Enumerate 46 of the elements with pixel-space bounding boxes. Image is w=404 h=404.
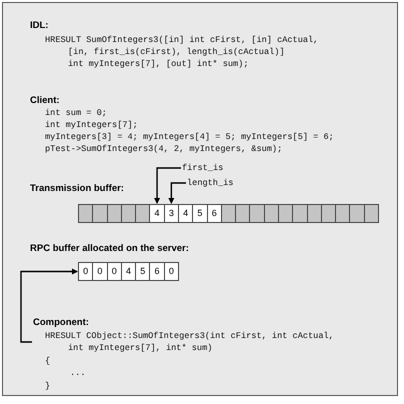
empty-cell [306, 204, 322, 223]
buffer-cell: 4 [178, 204, 194, 223]
empty-cell [235, 204, 250, 223]
code-line: HRESULT SumOfIntegers3([in] int cFirst, [in] cActual, [45, 34, 318, 46]
empty-cell [106, 204, 122, 223]
empty-cell [364, 204, 379, 223]
empty-cell [278, 204, 294, 223]
leader-arrow [154, 167, 181, 204]
section-heading: Transmission buffer: [30, 183, 124, 195]
buffer-cell: 0 [164, 262, 179, 281]
code-line: int sum = 0; [45, 107, 107, 119]
empty-cell [349, 204, 365, 223]
buffer-cell: 0 [106, 262, 122, 281]
buffer-cell: 0 [78, 262, 94, 281]
empty-cell [264, 204, 279, 223]
empty-cell [335, 204, 350, 223]
section-heading: Client: [30, 95, 60, 107]
code-line: } [45, 380, 50, 392]
buffer-cell: 5 [192, 204, 208, 223]
callout-text: first_is [182, 162, 224, 174]
section-heading: RPC buffer allocated on the server: [30, 243, 189, 255]
buffer-cell: 4 [149, 204, 165, 223]
code-line: HRESULT CObject::SumOfIntegers3(int cFirst, int cActual, [45, 330, 334, 342]
buffer-cell: 6 [206, 204, 222, 223]
empty-cell [78, 204, 94, 223]
code-line: myIntegers[3] = 4; myIntegers[4] = 5; myIntegers[5] = 6; [45, 131, 334, 143]
empty-cell [92, 204, 108, 223]
leader-arrow [168, 182, 186, 204]
empty-cell [249, 204, 265, 223]
buffer-cell: 6 [149, 262, 165, 281]
empty-cell [135, 204, 150, 223]
buffer-cell: 3 [164, 204, 179, 223]
code-line: int myIntegers[7], int* sum) [68, 342, 212, 354]
buffer-cell: 5 [135, 262, 150, 281]
code-line: int myIntegers[7]; [45, 119, 138, 131]
code-line: [in, first_is(cFirst), length_is(cActual)] [68, 46, 285, 58]
code-line: ... [70, 367, 86, 379]
section-heading: IDL: [30, 20, 48, 32]
code-line: pTest->SumOfIntegers3(4, 2, myIntegers, &sum); [45, 143, 282, 155]
leader-arrow [20, 268, 78, 343]
section-heading: Component: [33, 317, 89, 329]
callout-text: length_is [187, 177, 234, 189]
buffer-cell: 0 [92, 262, 108, 281]
code-line: { [45, 354, 50, 366]
code-line: int myIntegers[7], [out] int* sum); [68, 58, 248, 70]
empty-cell [292, 204, 308, 223]
